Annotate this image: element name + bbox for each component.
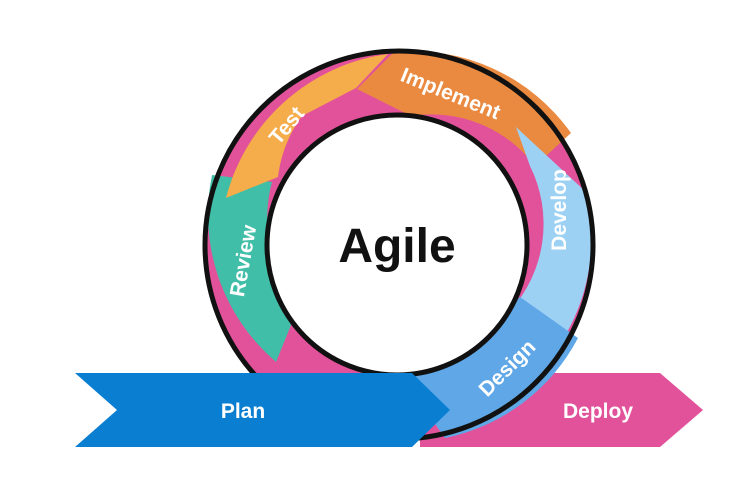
center-label: Agile bbox=[338, 220, 455, 273]
ring-segment-design bbox=[400, 297, 578, 438]
plan-label: Plan bbox=[221, 400, 265, 423]
ring-segment-develop bbox=[510, 127, 592, 334]
ring-segment-test bbox=[226, 54, 388, 198]
ring-segment-implement bbox=[357, 51, 571, 166]
ring-segment-review bbox=[207, 175, 300, 362]
deploy-label: Deploy bbox=[563, 400, 633, 423]
stage-label-develop: Develop bbox=[548, 169, 571, 251]
plan-arrow bbox=[75, 373, 450, 447]
